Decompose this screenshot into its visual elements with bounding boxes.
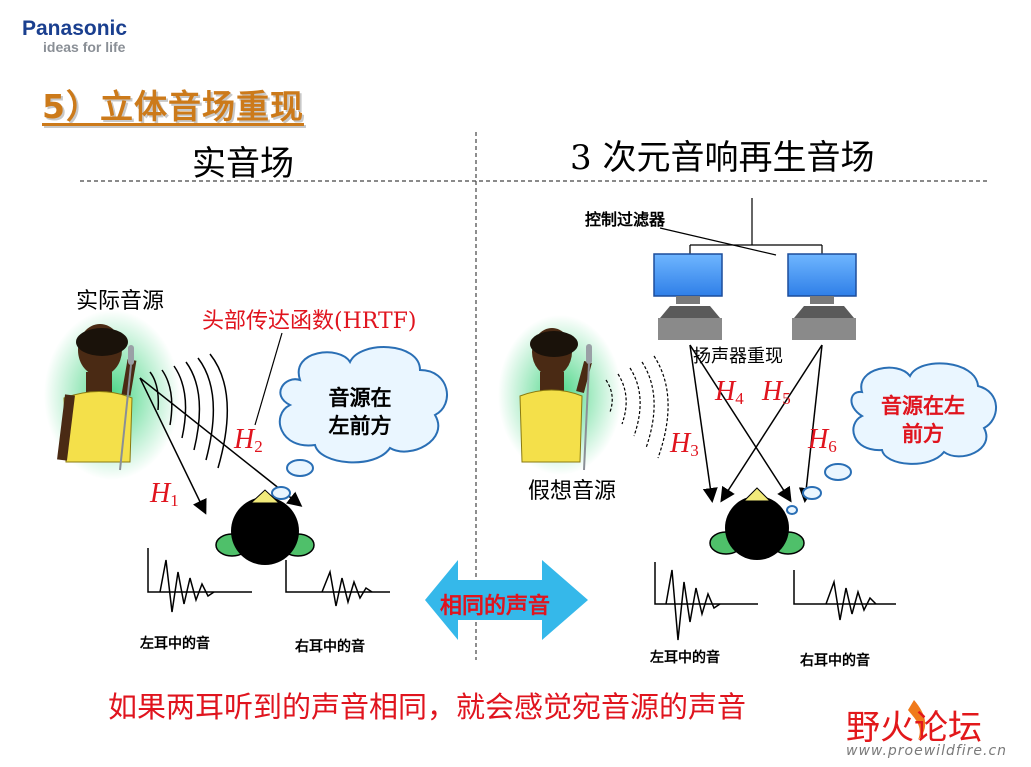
right-ear-sound-label: 右耳中的音 [295, 639, 365, 655]
right-bubble-text: 音源在左 前方 [881, 394, 965, 446]
path-h1-arrow [139, 377, 207, 515]
h5-label: H5 [762, 376, 791, 408]
watermark-flame [908, 700, 926, 740]
h4-label: H4 [715, 376, 744, 408]
real-singer-figure [44, 310, 180, 480]
brand-name: Panasonic [22, 17, 128, 40]
control-filter-lines [659, 198, 823, 256]
control-filter-label: 控制过滤器 [585, 210, 666, 229]
h3-label: H3 [670, 428, 699, 460]
watermark-url: www.proewildfire.cn [846, 743, 1008, 759]
virtual-source-label: 假想音源 [528, 479, 617, 504]
path-h2-arrow [139, 377, 303, 507]
h2-label: H2 [234, 424, 263, 456]
hrtf-pointer [254, 332, 283, 426]
monitor-right [787, 253, 857, 340]
watermark-name: 野火论坛 [846, 708, 982, 748]
waveform-right-right-ear [793, 570, 896, 621]
right-panel-left-ear-label: 左耳中的音 [650, 650, 720, 666]
waveform-right-ear [285, 560, 390, 607]
speaker-reproduction-label: 扬声器重现 [693, 346, 783, 367]
thought-bubble-right [786, 362, 997, 515]
hrtf-label: 头部传达函数(HRTF) [202, 309, 417, 334]
sound-waves-left [149, 353, 229, 469]
thought-bubble-left [259, 346, 448, 513]
brand-tagline: ideas for life [43, 39, 126, 55]
sound-waves-right [605, 355, 669, 459]
same-sound-label: 相同的声音 [440, 594, 551, 619]
waveform-right-left-ear [654, 562, 758, 641]
slide-title: 5）立体音场重现 [42, 87, 304, 126]
h6-label: H6 [808, 424, 837, 456]
real-source-label: 实际音源 [76, 289, 165, 314]
same-sound-double-arrow [425, 560, 588, 640]
monitor-left [653, 253, 723, 340]
left-bubble-text: 音源在 左前方 [328, 386, 392, 438]
right-panel-right-ear-label: 右耳中的音 [800, 653, 870, 669]
footer-statement: 如果两耳听到的声音相同，就会感觉宛音源的声音 [108, 690, 747, 724]
3d-sound-field-heading: 3 次元音响再生音场 [570, 138, 875, 178]
virtual-singer-figure [498, 315, 622, 475]
waveform-left-ear [147, 548, 252, 613]
h1-label: H1 [150, 478, 179, 510]
brand-logo: Panasonic ideas for life [22, 17, 128, 55]
listener-head-left [215, 489, 315, 565]
real-sound-field-heading: 实音场 [192, 144, 294, 184]
left-ear-sound-label: 左耳中的音 [140, 636, 210, 652]
speaker-path-arrows [689, 344, 823, 503]
listener-head-right [709, 487, 805, 560]
